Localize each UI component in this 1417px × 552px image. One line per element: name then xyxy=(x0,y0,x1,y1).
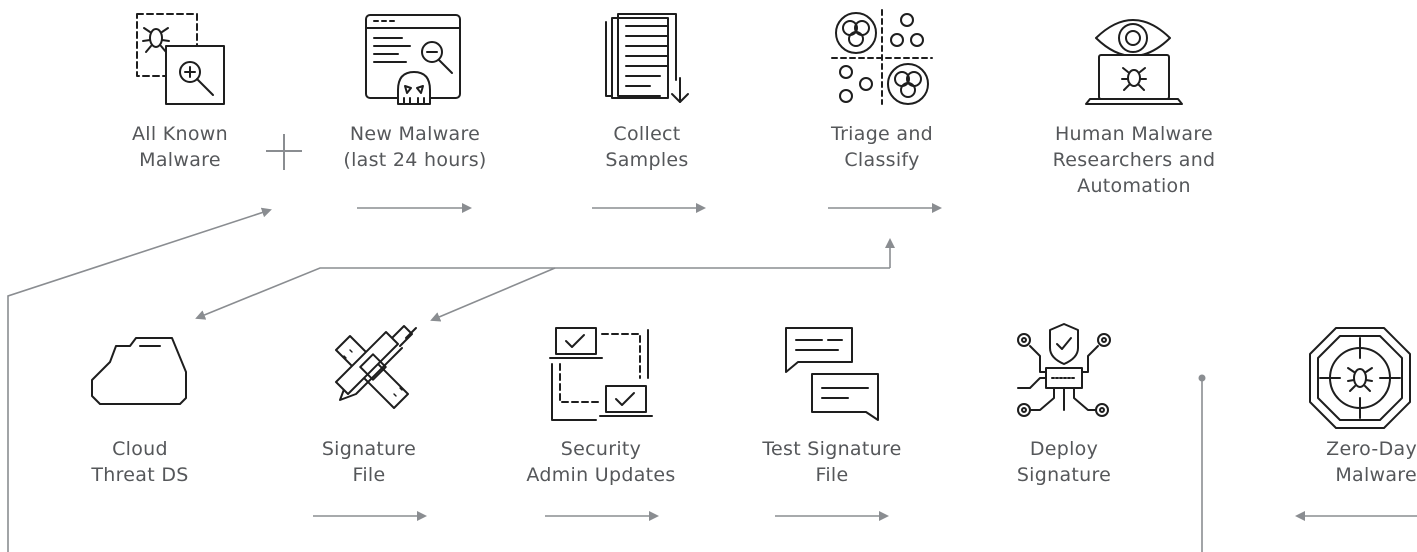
label-triage-classify: Triage and Classify xyxy=(772,121,992,173)
laptops-sync-icon xyxy=(549,327,653,421)
arrow-feedback-to-known xyxy=(7,207,272,552)
label-security-admin: Security Admin Updates xyxy=(491,436,711,488)
label-collect-samples: Collect Samples xyxy=(537,121,757,173)
label-signature-file: Signature File xyxy=(259,436,479,488)
label-line: Automation xyxy=(1077,175,1191,197)
connector-arrows xyxy=(7,203,1417,552)
label-line: Security xyxy=(560,438,642,460)
label-line: Cloud xyxy=(112,438,168,460)
label-line: Threat DS xyxy=(91,464,189,486)
label-all-known-malware: All Known Malware xyxy=(70,121,290,173)
label-line: Malware xyxy=(1335,464,1417,486)
documents-download-icon xyxy=(605,13,689,103)
label-test-signature: Test Signature File xyxy=(722,436,942,488)
label-line: File xyxy=(815,464,849,486)
connector-dot xyxy=(1198,374,1206,382)
label-line: Collect xyxy=(613,123,681,145)
label-deploy-signature: Deploy Signature xyxy=(954,436,1174,488)
label-line: Signature xyxy=(321,438,417,460)
label-line: Test Signature xyxy=(762,438,902,460)
malware-window-icon xyxy=(365,14,461,105)
label-line: Classify xyxy=(844,149,920,171)
label-line: Deploy xyxy=(1029,438,1099,460)
label-line: File xyxy=(352,464,386,486)
chat-bubbles-icon xyxy=(785,327,879,421)
label-new-malware: New Malware (last 24 hours) xyxy=(305,121,525,173)
label-line: Researchers and xyxy=(1052,149,1216,171)
label-line: Zero-Day xyxy=(1326,438,1417,460)
label-human-researchers: Human Malware Researchers and Automation xyxy=(1024,121,1244,199)
label-line: Malware xyxy=(139,149,221,171)
eye-laptop-icon xyxy=(1085,19,1183,105)
arrow-to-signature xyxy=(430,267,556,322)
label-line: (last 24 hours) xyxy=(343,149,487,171)
arrow-to-cloud xyxy=(195,267,890,320)
label-line: Human Malware xyxy=(1054,123,1214,145)
label-zero-day: Zero-Day Malware xyxy=(1280,436,1417,488)
label-line: New Malware xyxy=(349,123,481,145)
plus-icon xyxy=(266,134,302,170)
label-line: Signature xyxy=(1016,464,1112,486)
bandage-wrench-icon xyxy=(335,325,417,409)
label-line: Triage and xyxy=(830,123,934,145)
label-cloud-threat: Cloud Threat DS xyxy=(30,436,250,488)
cloud-icon xyxy=(91,337,187,405)
target-bug-icon xyxy=(1309,327,1411,429)
label-line: All Known xyxy=(131,123,228,145)
label-line: Samples xyxy=(605,149,689,171)
classify-grid-icon xyxy=(831,9,933,105)
shield-network-icon xyxy=(1017,323,1111,417)
bug-search-icon xyxy=(136,13,225,105)
label-line: Admin Updates xyxy=(526,464,676,486)
